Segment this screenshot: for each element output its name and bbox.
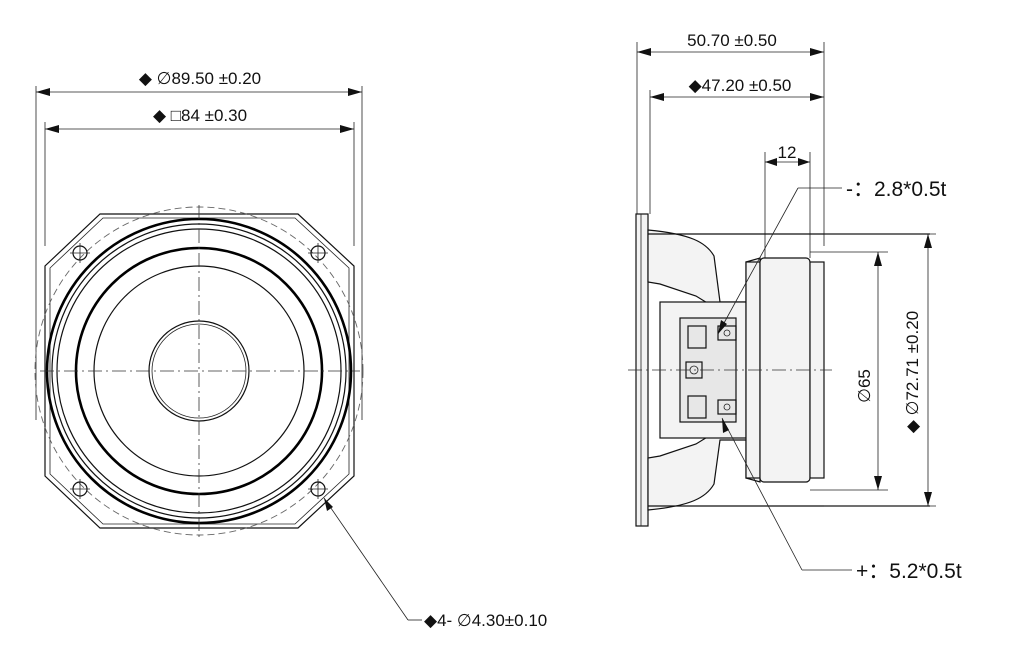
positive-terminal-label: +：5.2*0.5t (856, 560, 962, 583)
depth-dimension: ◆47.20 ±0.50 (649, 76, 824, 214)
magnet-diameter-label: ∅65 (855, 369, 874, 403)
frame-diameter-label: ◆ ∅72.71 ±0.20 (903, 311, 922, 433)
depth-label: ◆47.20 ±0.50 (689, 76, 792, 95)
outer-diameter-label: ◆ ∅89.50 ±0.20 (139, 69, 261, 88)
basket-upper (647, 229, 761, 313)
mount-hole-leader: ◆4- ∅4.30±0.10 (323, 497, 547, 630)
frame-plate (44, 213, 355, 529)
negative-tab (717, 325, 737, 341)
magnet-depth-dimension: 12 (764, 143, 811, 258)
negative-terminal-leader: -：2.8*0.5t (717, 178, 947, 335)
side-view: 50.70 ±0.50 ◆47.20 ±0.50 12 (628, 31, 962, 583)
square-label: ◆ □84 ±0.30 (153, 106, 247, 125)
mount-hole-label: ◆4- ∅4.30±0.10 (424, 611, 547, 630)
outer-diameter-dimension: ◆ ∅89.50 ±0.20 (35, 69, 363, 420)
mount-holes (70, 243, 328, 499)
negative-terminal-label: -：2.8*0.5t (846, 178, 947, 201)
positive-terminal-leader: +：5.2*0.5t (721, 417, 962, 583)
overall-depth-label: 50.70 ±0.50 (687, 31, 777, 50)
magnet-diameter-dimension: ∅65 (810, 251, 888, 491)
positive-terminal (687, 395, 707, 419)
front-view: ◆ ∅89.50 ±0.20 ◆ □84 ±0.30 (34, 69, 547, 630)
overall-depth-dimension: 50.70 ±0.50 (636, 31, 825, 246)
negative-terminal (687, 325, 707, 349)
frame-diameter-dimension: ◆ ∅72.71 ±0.20 (824, 233, 936, 507)
positive-tab (717, 399, 737, 415)
magnet-depth-label: 12 (778, 143, 797, 162)
square-dimension: ◆ □84 ±0.30 (44, 106, 355, 246)
basket-lower (647, 427, 761, 511)
